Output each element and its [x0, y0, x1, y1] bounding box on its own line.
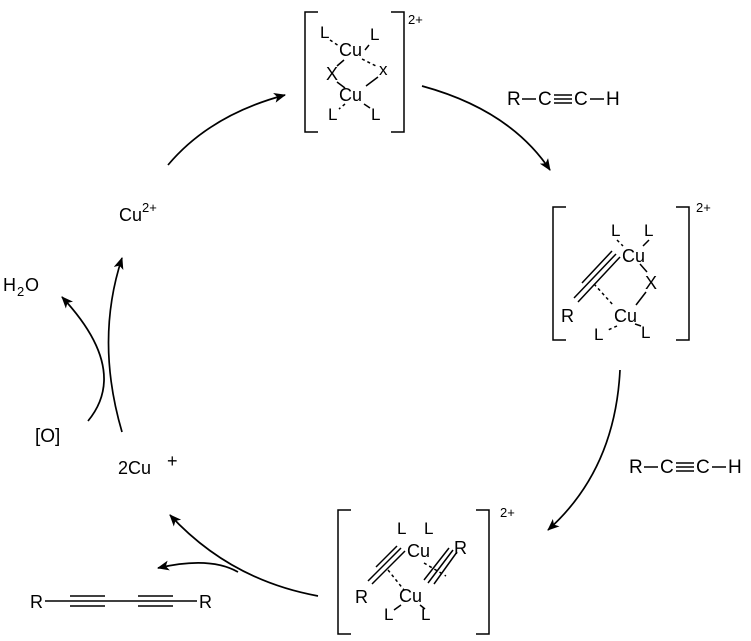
charge-label: 2+: [500, 505, 515, 520]
diyne-product: R R: [30, 592, 212, 612]
alkyne-hydrogen: H: [606, 89, 620, 110]
ligand-l: L: [328, 105, 337, 124]
acetylide-r: R: [561, 306, 574, 326]
alkyne-carbon: C: [660, 457, 674, 478]
water-h: H: [3, 275, 16, 295]
pi-coordination-bond: [387, 569, 405, 591]
bridging-x: x: [379, 60, 388, 79]
oxidant-label: [O]: [35, 426, 60, 447]
x-cu-bond: [635, 291, 647, 306]
copper-atom: Cu: [399, 586, 422, 606]
acetylide-triple-bond: [427, 549, 454, 584]
cu-l-bond: [419, 604, 426, 610]
acetylide-triple-bond: [581, 250, 613, 284]
cu-l-bond: [634, 323, 642, 327]
right-bracket: [391, 11, 405, 133]
reagent-terminal-alkyne: R C C H: [629, 457, 742, 478]
arrow-oxidant-to-water: [61, 296, 105, 422]
arrow-complex1-to-complex2: [421, 85, 551, 171]
ligand-l: L: [371, 105, 380, 124]
ligand-l: L: [370, 25, 379, 44]
alkyne-carbon: C: [538, 89, 552, 110]
alkyne-r: R: [507, 89, 521, 110]
pi-coordination-bond: [593, 283, 615, 307]
cu-charge: +: [167, 451, 178, 471]
alkyne-hydrogen: H: [728, 457, 742, 478]
complex-3-bis-acetylide: 2+ L L Cu R R Cu L L: [337, 505, 515, 635]
cu-l-bond: [363, 103, 371, 109]
cu-l-bond: [393, 604, 402, 611]
bridging-x: X: [645, 273, 657, 293]
alkyne-r: R: [629, 457, 643, 478]
cu-x-bond: [361, 58, 379, 68]
cu-l-bond: [607, 325, 618, 331]
bridging-x: X: [326, 64, 338, 84]
copper-atom: Cu: [407, 541, 430, 561]
acetylide-r: R: [355, 587, 368, 607]
ligand-l: L: [320, 23, 329, 42]
copper-ii-ion: Cu 2+: [119, 200, 157, 225]
copper-atom: Cu: [339, 85, 362, 105]
copper-i-ions: 2Cu +: [118, 451, 178, 478]
product-r-left: R: [30, 592, 43, 612]
acetylide-triple-bond: [371, 550, 406, 585]
acetylide-triple-bond: [367, 547, 402, 582]
charge-label: 2+: [408, 12, 423, 27]
acetylide-triple-bond: [433, 551, 458, 585]
l-cu-bond: [642, 239, 650, 247]
right-bracket: [676, 206, 690, 341]
water-subscript: 2: [17, 284, 24, 299]
cu-l-bond: [364, 44, 370, 51]
acetylide-triple-bond: [375, 545, 398, 568]
ligand-l: L: [421, 605, 430, 624]
arrow-product-branch: [157, 560, 239, 573]
cu-x-bond: [336, 59, 345, 67]
ligand-l: L: [384, 605, 393, 624]
product-r-right: R: [199, 592, 212, 612]
alkyne-carbon: C: [574, 89, 588, 110]
charge-label: 2+: [696, 200, 711, 215]
left-bracket: [552, 206, 566, 341]
ligand-l: L: [644, 221, 653, 240]
copper-atom: Cu: [622, 246, 645, 266]
right-bracket: [476, 509, 490, 635]
x-cu-bond: [336, 81, 346, 89]
cu-charge: 2+: [142, 200, 157, 215]
x-cu-bond: [365, 76, 379, 87]
water-o: O: [25, 275, 39, 295]
acetylide-triple-bond: [573, 253, 617, 299]
acetylide-r: R: [454, 538, 467, 558]
ligand-l: L: [397, 519, 406, 538]
l-cu-bond: [329, 39, 340, 47]
pi-coordination-bond: [423, 562, 447, 577]
acetylide-triple-bond: [423, 547, 450, 581]
cu-coefficient: 2Cu: [118, 458, 151, 478]
copper-atom: Cu: [339, 40, 362, 60]
cu-symbol: Cu: [119, 205, 142, 225]
water-product: H 2 O: [3, 275, 39, 299]
acetylide-triple-bond: [577, 256, 621, 303]
cu-x-bond: [639, 263, 648, 273]
complex-2-copper-acetylide: 2+ L L Cu X R Cu L L: [552, 200, 711, 344]
arrow-cu-plus-to-cu2: [107, 257, 124, 433]
ligand-l: L: [424, 519, 433, 538]
arrow-complex3-to-cu-plus: [169, 514, 319, 597]
ligand-l: L: [611, 221, 620, 240]
arrow-complex2-to-complex3: [547, 369, 621, 531]
l-cu-bond: [616, 239, 624, 247]
arrow-cu2-to-complex1: [167, 93, 286, 166]
cu-l-bond: [338, 103, 346, 110]
ligand-l: L: [641, 323, 650, 342]
left-bracket: [337, 509, 351, 635]
complex-1-dicopper-bis-x: 2+ L L Cu X x Cu L L: [304, 11, 423, 133]
alkyne-carbon: C: [696, 457, 710, 478]
reagent-terminal-alkyne: R C C H: [507, 89, 620, 110]
copper-atom: Cu: [614, 306, 637, 326]
ligand-l: L: [594, 325, 603, 344]
left-bracket: [304, 11, 318, 133]
